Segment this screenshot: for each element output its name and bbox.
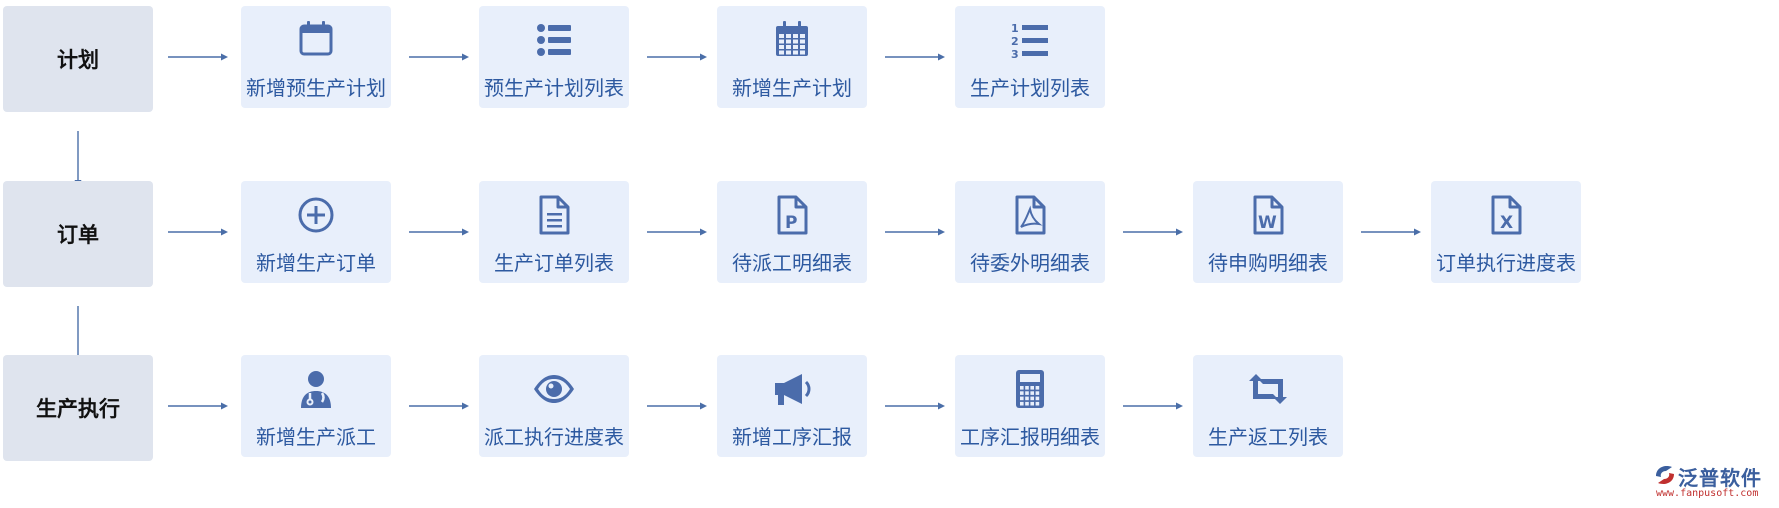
calendar-icon: [241, 18, 391, 62]
flow-node-label: 新增预生产计划: [246, 76, 386, 100]
svg-text:P: P: [785, 213, 797, 233]
flow-arrow-right: [885, 53, 945, 61]
plus-circle-icon: [241, 193, 391, 237]
excel-document-icon: X: [1431, 193, 1581, 237]
category-box: 生产执行: [3, 355, 153, 461]
svg-text:X: X: [1500, 213, 1513, 233]
svg-text:2: 2: [1011, 35, 1019, 48]
flow-node[interactable]: W 待申购明细表: [1193, 181, 1343, 283]
flow-node-label: 新增生产派工: [256, 425, 376, 449]
svg-text:W: W: [1258, 213, 1277, 233]
category-label: 订单: [57, 223, 99, 247]
retweet-icon: [1193, 367, 1343, 411]
flow-node[interactable]: 1 2 3 生产计划列表: [955, 6, 1105, 108]
svg-text:3: 3: [1011, 48, 1019, 61]
megaphone-icon: [717, 367, 867, 411]
flow-node-label: 新增生产计划: [732, 76, 852, 100]
flow-arrow-right: [1123, 402, 1183, 410]
flow-arrow-right: [647, 53, 707, 61]
flow-arrow-right: [1123, 228, 1183, 236]
flow-node-label: 新增生产订单: [256, 251, 376, 275]
flow-node[interactable]: 生产返工列表: [1193, 355, 1343, 457]
flow-arrow-right: [885, 228, 945, 236]
p-document-icon: P: [717, 193, 867, 237]
logo-mark-icon: [1656, 466, 1674, 484]
flow-arrow-right: [1361, 228, 1421, 236]
flow-node[interactable]: 新增生产订单: [241, 181, 391, 283]
logo-url-text: www.fanpusoft.com: [1656, 488, 1759, 499]
brand-logo: 泛普软件 www.fanpusoft.com: [1648, 462, 1776, 502]
flow-node[interactable]: 新增工序汇报: [717, 355, 867, 457]
flow-arrow-down: [74, 131, 82, 187]
flow-node-label: 预生产计划列表: [484, 76, 624, 100]
flow-node-label: 生产订单列表: [494, 251, 614, 275]
flow-node[interactable]: 预生产计划列表: [479, 6, 629, 108]
calculator-icon: [955, 367, 1105, 411]
flow-node-label: 订单执行进度表: [1436, 251, 1576, 275]
flow-arrow-down: [74, 306, 82, 362]
logo-brand-text: 泛普软件: [1678, 466, 1762, 490]
flow-arrow-right: [409, 53, 469, 61]
bullet-list-icon: [479, 18, 629, 62]
numbered-list-icon: 1 2 3: [955, 18, 1105, 62]
flow-node[interactable]: 派工执行进度表: [479, 355, 629, 457]
flow-node-label: 生产返工列表: [1208, 425, 1328, 449]
flow-arrow-right: [168, 53, 228, 61]
category-box: 订单: [3, 181, 153, 287]
calendar-grid-icon: [717, 18, 867, 62]
flow-node[interactable]: 新增生产计划: [717, 6, 867, 108]
flow-arrow-right: [647, 402, 707, 410]
flow-node-label: 新增工序汇报: [732, 425, 852, 449]
flow-node[interactable]: P 待派工明细表: [717, 181, 867, 283]
flow-arrow-right: [168, 228, 228, 236]
word-document-icon: W: [1193, 193, 1343, 237]
user-doctor-icon: [241, 367, 391, 411]
flow-node[interactable]: 工序汇报明细表: [955, 355, 1105, 457]
category-box: 计划: [3, 6, 153, 112]
flow-node-label: 待派工明细表: [732, 251, 852, 275]
flow-arrow-right: [409, 402, 469, 410]
flow-node[interactable]: X 订单执行进度表: [1431, 181, 1581, 283]
category-label: 生产执行: [36, 397, 120, 421]
document-icon: [479, 193, 629, 237]
flow-node-label: 工序汇报明细表: [960, 425, 1100, 449]
flow-node-label: 待申购明细表: [1208, 251, 1328, 275]
flow-node[interactable]: 新增生产派工: [241, 355, 391, 457]
flow-node[interactable]: 生产订单列表: [479, 181, 629, 283]
flow-node[interactable]: 新增预生产计划: [241, 6, 391, 108]
flow-node[interactable]: 待委外明细表: [955, 181, 1105, 283]
flow-node-label: 生产计划列表: [970, 76, 1090, 100]
flow-arrow-right: [647, 228, 707, 236]
flow-node-label: 待委外明细表: [970, 251, 1090, 275]
category-label: 计划: [57, 48, 99, 72]
svg-text:1: 1: [1011, 22, 1019, 35]
eye-icon: [479, 367, 629, 411]
flow-arrow-right: [168, 402, 228, 410]
flow-arrow-right: [885, 402, 945, 410]
flow-node-label: 派工执行进度表: [484, 425, 624, 449]
flow-arrow-right: [409, 228, 469, 236]
pdf-document-icon: [955, 193, 1105, 237]
